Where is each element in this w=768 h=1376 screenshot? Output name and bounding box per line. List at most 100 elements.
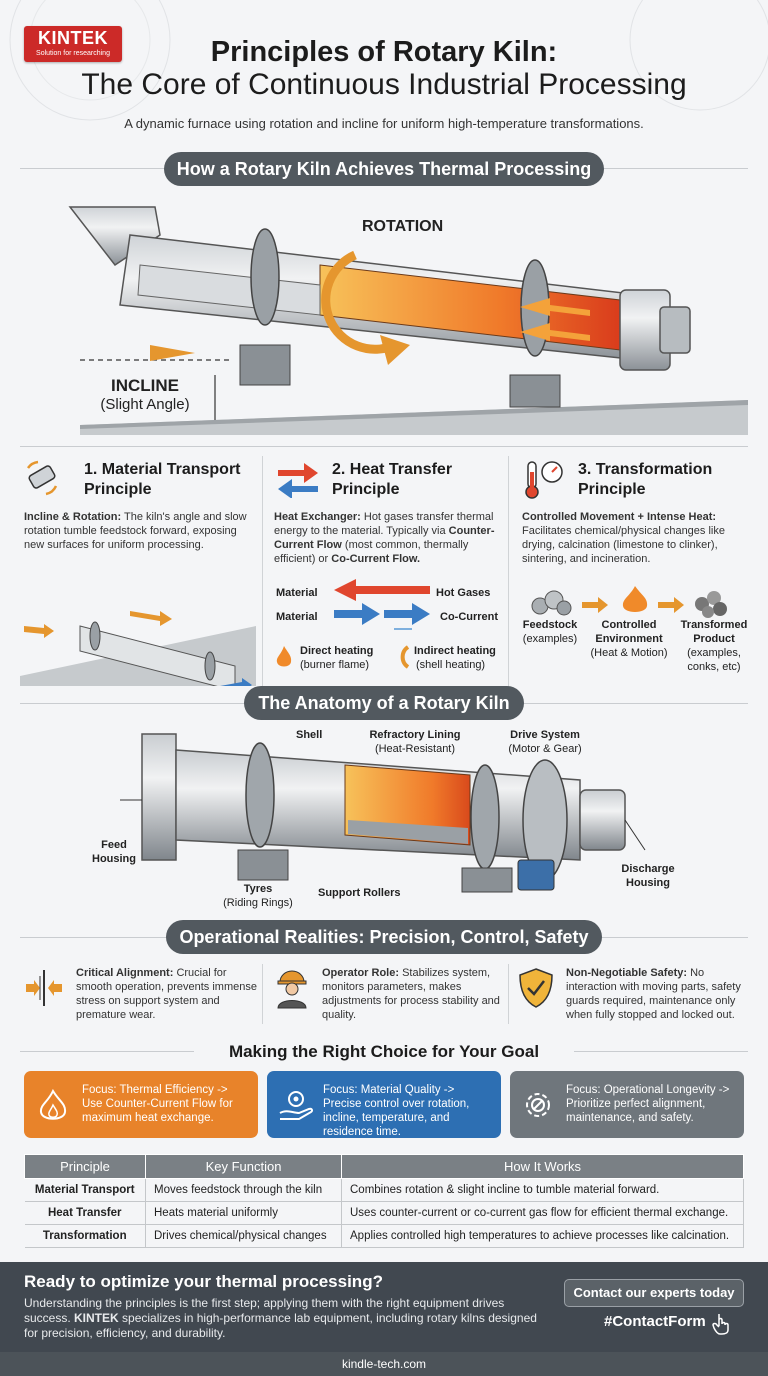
principle-2-text: Heat Exchanger: Hot gases transfer therm… <box>274 511 495 565</box>
safety-shield-icon <box>519 968 553 1008</box>
step-product-sub2: conks, etc) <box>687 661 741 673</box>
table-cell: Drives chemical/physical changes <box>145 1224 342 1248</box>
op-safety: Non-Negotiable Safety: No interaction wi… <box>514 964 750 1024</box>
contact-form-link[interactable]: #ContactForm <box>604 1313 706 1330</box>
flow-material-label-2: Material <box>276 611 318 623</box>
divider <box>20 446 748 447</box>
table-cell: Combines rotation & slight incline to tu… <box>341 1178 744 1202</box>
table-header: How It Works <box>341 1154 744 1179</box>
incline-label: INCLINE <box>111 376 179 395</box>
direct-heating-label: Direct heating <box>300 645 374 657</box>
anatomy-tyres-sub: (Riding Rings) <box>223 897 293 909</box>
indirect-heating-sub: (shell heating) <box>416 659 486 671</box>
logo-name: KINTEK <box>38 28 108 48</box>
anatomy-rollers-label: Support Rollers <box>318 887 401 899</box>
step-environment-sub: (Heat & Motion) <box>590 647 668 659</box>
contact-experts-button[interactable]: Contact our experts today <box>564 1279 744 1307</box>
table-cell: Uses counter-current or co-current gas f… <box>341 1201 744 1225</box>
hand-pointer-icon <box>712 1314 729 1335</box>
gear-icon <box>526 1093 550 1117</box>
principles-table: Principle Key Function How It Works Mate… <box>24 1154 744 1248</box>
table-cell: Moves feedstock through the kiln <box>145 1178 342 1202</box>
site-url[interactable]: kindle-tech.com <box>0 1352 768 1376</box>
anatomy-feed-label2: Housing <box>92 853 136 865</box>
section-heading-anatomy: The Anatomy of a Rotary Kiln <box>244 686 524 720</box>
table-header-row: Principle Key Function How It Works <box>24 1154 744 1179</box>
tumbling-material-illustration <box>20 611 256 686</box>
anatomy-discharge-label: Discharge <box>621 863 675 875</box>
principle-2-title: 2. Heat Transfer <box>332 461 453 478</box>
section-heading-thermal: How a Rotary Kiln Achieves Thermal Proce… <box>164 152 604 186</box>
step-transformed: Transformed <box>680 619 748 631</box>
principle-1-text: Incline & Rotation: The kiln's angle and… <box>24 511 247 551</box>
rotary-kiln-illustration <box>68 206 748 435</box>
page-subtitle: A dynamic furnace using rotation and inc… <box>124 116 644 131</box>
flame-outline-icon <box>39 1089 67 1120</box>
page-title-line1: Principles of Rotary Kiln: <box>210 36 558 68</box>
principle-1-title: 1. Material Transport <box>84 461 241 478</box>
gear-hand-icon <box>279 1091 314 1120</box>
co-current-arrows <box>334 603 430 630</box>
anatomy-refractory-label: Refractory Lining <box>369 729 461 741</box>
principle-material-transport: 1. Material Transport Principle Incline … <box>20 456 256 688</box>
section-heading-operational: Operational Realities: Precision, Contro… <box>166 920 602 954</box>
flow-hot-gases-label: Hot Gases <box>436 587 491 599</box>
footer-cta: Ready to optimize your thermal processin… <box>0 1262 768 1352</box>
step-product-sub: (examples, <box>687 647 741 659</box>
divider <box>262 964 263 1024</box>
card-material-quality: Focus: Material Quality -> Precise contr… <box>267 1071 501 1138</box>
rotating-cylinder-icon <box>26 460 58 496</box>
counter-flow-arrows-icon <box>278 463 318 498</box>
direct-heating-sub: (burner flame) <box>300 659 370 671</box>
divider <box>262 456 263 688</box>
anatomy-drive-label: Drive System <box>510 729 580 741</box>
anatomy-drive-sub: (Motor & Gear) <box>508 743 582 755</box>
card-longevity-text: Focus: Operational Longevity -> Prioriti… <box>566 1084 730 1124</box>
shell-heat-icon <box>400 645 410 669</box>
divider <box>508 964 509 1024</box>
logo-tagline: Solution for researching <box>36 50 110 57</box>
principle-2-title2: Principle <box>332 481 400 498</box>
table-header: Principle <box>24 1154 146 1179</box>
flow-co-current-label: Co-Current <box>440 611 499 623</box>
card-thermal-efficiency: Focus: Thermal Efficiency -> Use Counter… <box>24 1071 258 1138</box>
step-environment: Environment <box>595 633 663 645</box>
footer-heading: Ready to optimize your thermal processin… <box>24 1272 383 1291</box>
step-feedstock-sub: (examples) <box>522 633 578 645</box>
principle-transformation: 3. Transformation Principle Controlled M… <box>520 456 752 688</box>
op-safety-text: Non-Negotiable Safety: No interaction wi… <box>566 967 741 1021</box>
anatomy-tyres-label: Tyres <box>243 883 273 895</box>
step-controlled: Controlled <box>601 619 657 631</box>
thermometer-gauge-icon <box>525 461 563 499</box>
transformation-sequence <box>531 586 727 618</box>
page-title-line2: The Core of Continuous Industrial Proces… <box>81 68 687 101</box>
step-feedstock: Feedstock <box>522 619 578 631</box>
choice-heading: Making the Right Choice for Your Goal <box>194 1040 574 1064</box>
anatomy-discharge-label2: Housing <box>626 877 670 889</box>
principle-heat-transfer: 2. Heat Transfer Principle Heat Exchange… <box>274 456 500 688</box>
flow-material-label: Material <box>276 587 318 599</box>
principle-3-title2: Principle <box>578 481 646 498</box>
kintek-logo: KINTEK Solution for researching <box>24 26 122 62</box>
table-row: Transformation Drives chemical/physical … <box>24 1224 744 1248</box>
flame-icon <box>276 646 292 667</box>
incline-sublabel: (Slight Angle) <box>100 396 190 413</box>
hot-gas-arrows <box>334 579 430 601</box>
kiln-anatomy-illustration <box>120 733 646 893</box>
principle-1-title2: Principle <box>84 481 152 498</box>
card-thermal-text: Focus: Thermal Efficiency -> Use Counter… <box>82 1084 233 1124</box>
table-row: Material Transport Moves feedstock throu… <box>24 1178 744 1202</box>
op-operator-text: Operator Role: Stabilizes system, monito… <box>322 967 500 1021</box>
anatomy-shell-label: Shell <box>296 729 323 741</box>
anatomy-refractory-sub: (Heat-Resistant) <box>374 743 456 755</box>
op-alignment: Critical Alignment: Crucial for smooth o… <box>24 964 257 1024</box>
table-cell: Heats material uniformly <box>145 1201 342 1225</box>
operator-icon <box>277 970 307 1009</box>
table-header: Key Function <box>145 1154 342 1179</box>
op-operator: Operator Role: Stabilizes system, monito… <box>270 964 506 1024</box>
alignment-icon <box>26 970 62 1006</box>
step-product: Product <box>693 633 735 645</box>
table-cell: Heat Transfer <box>24 1201 146 1225</box>
divider <box>508 456 509 688</box>
principle-3-text: Controlled Movement + Intense Heat: Faci… <box>522 511 725 565</box>
